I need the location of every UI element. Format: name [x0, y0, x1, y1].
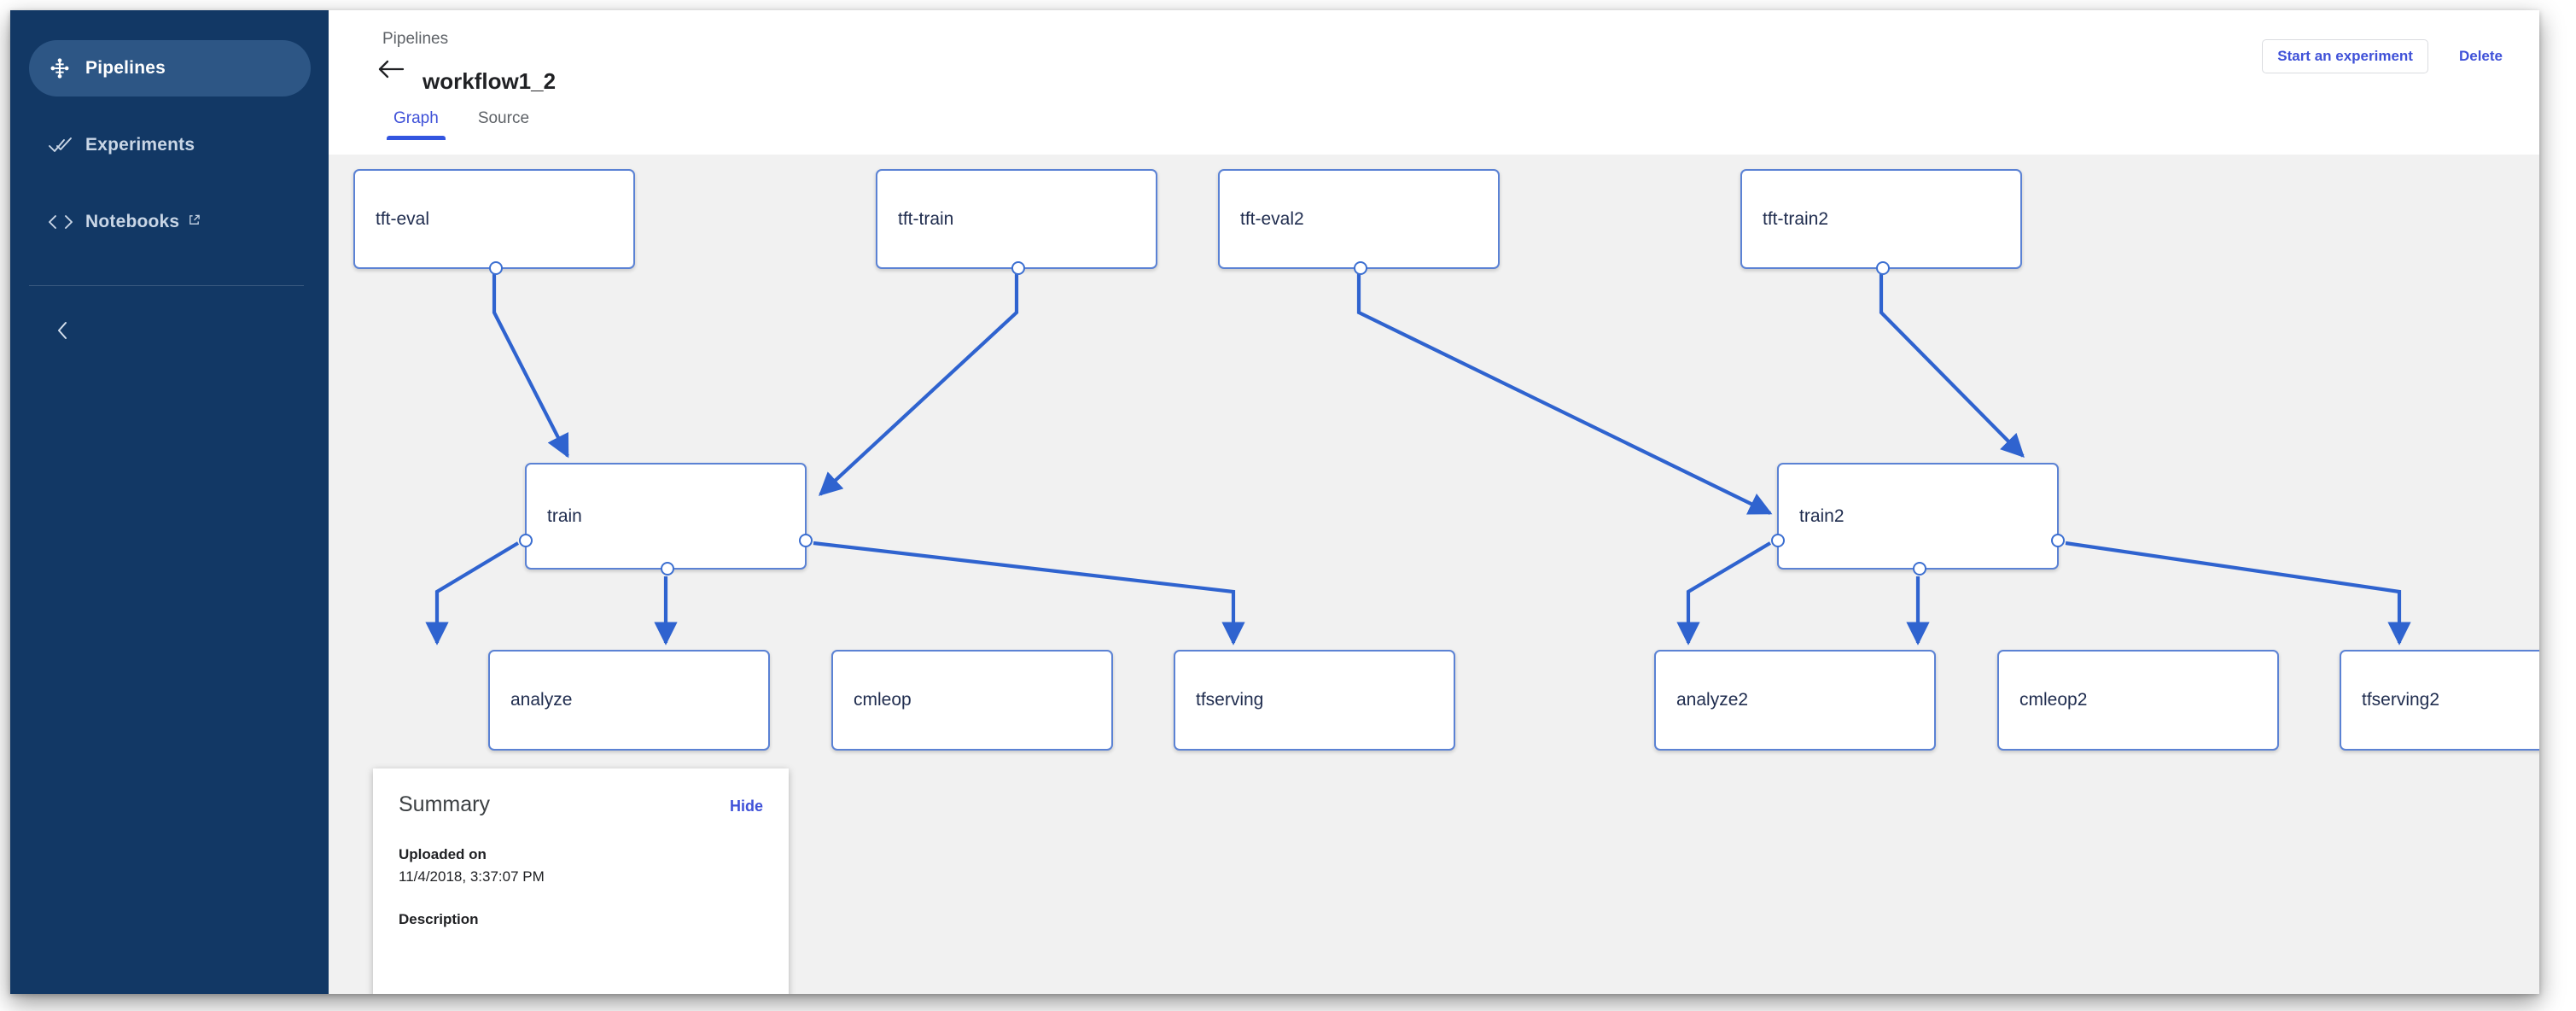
- node-label: analyze: [510, 690, 573, 710]
- node-label: tfserving2: [2362, 690, 2440, 710]
- graph-node[interactable]: analyze: [488, 650, 770, 751]
- page-title: workflow1_2: [423, 68, 557, 95]
- summary-hide-button[interactable]: Hide: [729, 798, 763, 815]
- graph-node[interactable]: train: [519, 463, 813, 576]
- node-port-bottom[interactable]: [1354, 261, 1367, 275]
- node-port-bottom[interactable]: [489, 261, 503, 275]
- back-button[interactable]: [373, 53, 409, 89]
- graph-node[interactable]: tft-train: [876, 169, 1157, 275]
- tab-graph[interactable]: Graph: [380, 104, 452, 147]
- node-label: tft-train2: [1763, 208, 1829, 229]
- sidebar-item-pipelines[interactable]: Pipelines: [29, 40, 311, 96]
- graph-node[interactable]: tfserving: [1174, 650, 1455, 751]
- node-label: tfserving: [1196, 690, 1264, 710]
- graph-node[interactable]: train2: [1771, 463, 2065, 576]
- graph-node[interactable]: tft-eval2: [1218, 169, 1500, 275]
- node-label: tft-eval: [376, 208, 430, 229]
- code-brackets-icon: [48, 213, 85, 231]
- node-label: train: [547, 506, 582, 526]
- sidebar: Pipelines Experiments Notebooks: [10, 10, 329, 994]
- graph-node[interactable]: analyze2: [1654, 650, 1936, 751]
- node-label: cmleop2: [2019, 690, 2088, 710]
- node-port-bottom[interactable]: [1913, 562, 1926, 576]
- graph-node[interactable]: cmleop2: [1997, 650, 2279, 751]
- summary-panel: Summary Hide Uploaded on 11/4/2018, 3:37…: [373, 768, 789, 994]
- graph-node[interactable]: tft-train2: [1740, 169, 2022, 275]
- header-actions: Start an experiment Delete: [2262, 39, 2511, 73]
- sidebar-item-label: Notebooks: [85, 212, 180, 231]
- node-label: cmleop: [854, 690, 912, 710]
- node-label: tft-train: [898, 208, 954, 229]
- description-label: Description: [399, 911, 479, 927]
- tab-source[interactable]: Source: [477, 109, 530, 127]
- sidebar-item-label: Pipelines: [85, 58, 166, 78]
- sidebar-item-label: Experiments: [85, 135, 195, 155]
- sidebar-collapse-button[interactable]: [44, 313, 82, 351]
- start-experiment-button[interactable]: Start an experiment: [2262, 39, 2428, 73]
- node-label: analyze2: [1676, 690, 1749, 710]
- double-check-icon: [48, 135, 85, 155]
- graph-node[interactable]: cmleop: [831, 650, 1113, 751]
- chevron-left-icon: [54, 318, 73, 347]
- breadcrumb[interactable]: Pipelines: [382, 30, 449, 48]
- page-header: Pipelines workflow1_2 Start an experimen…: [329, 10, 2539, 155]
- graph-edges: [425, 274, 2411, 646]
- summary-title: Summary: [399, 792, 490, 816]
- node-port-bottom[interactable]: [1876, 261, 1890, 275]
- node-port-right[interactable]: [799, 534, 813, 547]
- sidebar-item-notebooks[interactable]: Notebooks: [29, 194, 311, 250]
- graph-node[interactable]: tfserving2: [2340, 650, 2539, 751]
- sidebar-item-experiments[interactable]: Experiments: [29, 117, 311, 173]
- graph-node[interactable]: tft-eval: [353, 169, 635, 275]
- app-window: Pipelines Experiments Notebooks: [10, 10, 2539, 994]
- external-link-icon: [188, 213, 201, 231]
- node-port-bottom[interactable]: [1011, 261, 1025, 275]
- arrow-left-icon: [376, 58, 405, 85]
- uploaded-on-value: 11/4/2018, 3:37:07 PM: [399, 868, 545, 885]
- delete-button[interactable]: Delete: [2451, 40, 2511, 73]
- summary-header: Summary Hide: [399, 792, 763, 817]
- node-port-bottom[interactable]: [661, 562, 674, 576]
- node-label: train2: [1799, 506, 1845, 526]
- uploaded-on-label: Uploaded on: [399, 846, 487, 862]
- pipeline-graph-icon: [48, 56, 85, 80]
- node-port-left[interactable]: [1771, 534, 1785, 547]
- tab-bar: Graph Source: [380, 104, 543, 147]
- node-port-left[interactable]: [519, 534, 533, 547]
- node-port-right[interactable]: [2051, 534, 2065, 547]
- node-label: tft-eval2: [1240, 208, 1304, 229]
- sidebar-divider: [29, 285, 304, 286]
